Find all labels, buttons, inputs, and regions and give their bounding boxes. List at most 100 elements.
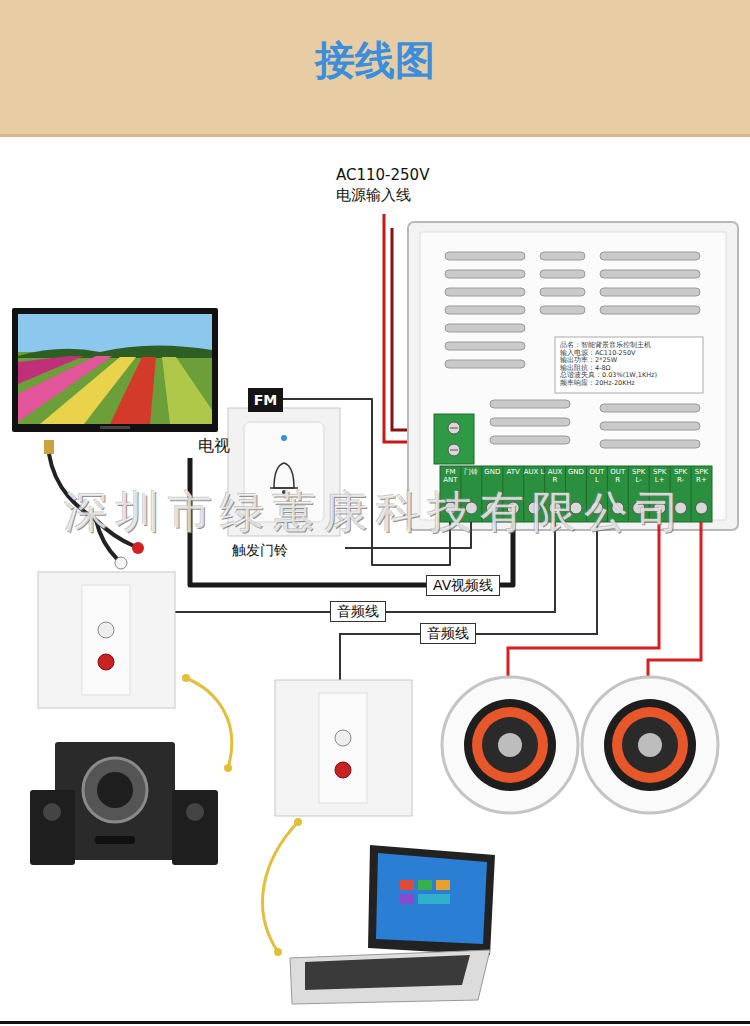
power-connector — [448, 422, 460, 434]
control-host-panel — [445, 306, 525, 314]
wall-plate — [98, 622, 114, 638]
pin-name: AUX R — [545, 468, 566, 484]
rca-cable — [186, 678, 232, 768]
page-rule — [0, 1021, 750, 1024]
wall-plate — [82, 585, 130, 695]
laptop — [305, 955, 470, 990]
laptop — [290, 950, 490, 1004]
tv-illustration — [18, 345, 212, 358]
control-host-panel — [490, 418, 570, 426]
laptop — [418, 894, 450, 904]
pc-speaker-set — [186, 803, 204, 821]
ceiling-speaker — [638, 733, 662, 757]
pin-name: GND — [566, 468, 587, 476]
power-connector — [448, 444, 460, 456]
pin-name: SPK L+ — [649, 468, 670, 484]
node-text: 品名：智能背景音乐控制主机 — [560, 342, 706, 350]
rca-cable — [294, 818, 302, 826]
tv-illustration — [100, 426, 130, 429]
power-connector — [450, 450, 458, 451]
tv-illustration — [162, 357, 212, 424]
pc-speaker-set — [95, 836, 135, 844]
ceiling-speaker — [622, 717, 678, 773]
pc-speaker-set — [30, 742, 218, 865]
pin-name: ATV — [503, 468, 524, 476]
rca-cable — [263, 822, 298, 952]
speaker-wire — [508, 522, 701, 678]
node-text: 输出功率：2*25W — [560, 357, 706, 365]
control-host-panel — [600, 306, 700, 314]
rca-cable — [182, 674, 302, 956]
laptop — [290, 845, 495, 1004]
control-host-panel — [445, 252, 525, 260]
laptop — [376, 853, 487, 944]
ceiling-speaker — [464, 699, 556, 791]
pin-name: AUX L — [524, 468, 545, 476]
control-host-panel — [600, 252, 700, 260]
pin-name: OUT R — [607, 468, 628, 484]
laptop — [400, 894, 414, 904]
speaker-wire — [648, 522, 701, 678]
wall-plate — [319, 693, 367, 803]
ceiling-speaker — [582, 677, 718, 813]
title-band — [0, 0, 750, 134]
pin-name: 门铃 — [461, 468, 482, 476]
doorbell-switch: 触发门铃 — [225, 405, 345, 565]
pc-speaker-set — [30, 790, 75, 865]
control-host-panel — [445, 324, 525, 332]
doorbell-panel — [281, 435, 287, 441]
pc-speaker-set — [97, 772, 133, 808]
control-host-panel — [490, 400, 570, 408]
pin-name: FM ANT — [440, 468, 461, 484]
ceiling-speaker — [604, 699, 696, 791]
terminal-strip — [696, 502, 708, 514]
control-host-panel — [540, 252, 585, 260]
watermark: 深圳市绿蕙康科技有限公司 — [64, 490, 688, 534]
laptop — [418, 880, 432, 890]
wall-plate — [335, 730, 351, 746]
title-band — [0, 134, 750, 137]
tv-illustration — [110, 357, 156, 424]
node-text: FM — [254, 392, 278, 409]
speaker-wire — [508, 522, 659, 678]
pc-speaker-set — [83, 758, 147, 822]
audio-wire — [175, 522, 597, 680]
control-host-panel — [600, 270, 700, 278]
node-text: 输出阻抗：4-8Ω — [560, 365, 706, 373]
page-rule — [0, 1021, 750, 1024]
tv-illustration — [18, 352, 212, 424]
wall-plate — [335, 762, 351, 778]
audio-wire — [175, 522, 555, 612]
wire-label: 音频线 — [420, 623, 476, 644]
ceiling-speaker — [612, 707, 688, 783]
rca-cable — [274, 948, 282, 956]
ceiling-speaker — [442, 677, 578, 813]
ceiling-speaker — [472, 707, 548, 783]
control-host-panel — [600, 422, 700, 430]
doorbell-panel — [270, 487, 298, 489]
rca-cable — [182, 674, 190, 682]
control-host-panel — [445, 270, 525, 278]
control-host-panel — [408, 222, 738, 530]
node-text: 触发门铃 — [232, 542, 288, 559]
node-text: 电视 — [198, 436, 230, 455]
control-host-panel — [540, 288, 585, 296]
wall-plate — [38, 572, 175, 708]
wall-plate — [38, 572, 175, 708]
connector-wire — [283, 399, 450, 565]
laptop — [368, 845, 495, 955]
tv-illustration — [12, 308, 218, 432]
tv-device: 电视 — [12, 308, 237, 458]
laptop — [436, 880, 450, 890]
title-band — [0, 0, 750, 137]
ceiling-speaker — [442, 677, 578, 813]
ceiling-speaker — [482, 717, 538, 773]
wall-plate — [275, 680, 412, 816]
fm-box: FM — [248, 388, 283, 412]
rca-cable — [115, 557, 127, 569]
control-host-panel — [600, 404, 700, 412]
pin-name: SPK R- — [670, 468, 691, 484]
control-host-panel — [445, 360, 525, 368]
ceiling-speaker — [498, 733, 522, 757]
